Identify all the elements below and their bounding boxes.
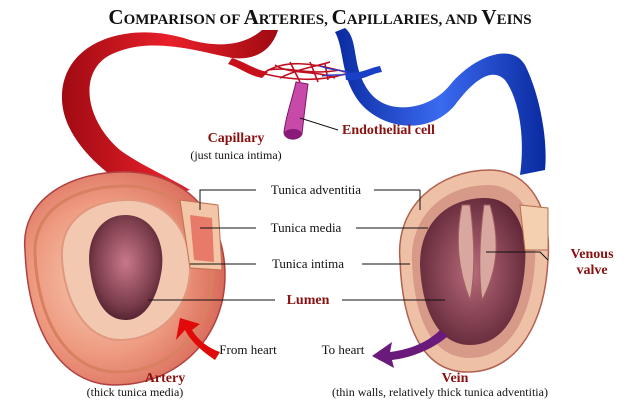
artery-note: (thick tunica media) (87, 385, 184, 399)
to-heart-label: To heart (322, 342, 365, 357)
title-part-2: RTERIES, (259, 12, 332, 28)
capillary-network-venous (319, 65, 349, 77)
leader-lines (148, 189, 549, 301)
vein-label: Vein (442, 371, 469, 386)
vein-branch (345, 66, 382, 81)
vein-tube (335, 28, 546, 175)
title-part-4: EINS (497, 12, 532, 28)
title-letter-v: V (481, 5, 496, 29)
title-part-1: OMPARISON OF (124, 12, 244, 28)
title-letter-c: C (108, 5, 123, 29)
capillary-label: Capillary (208, 131, 265, 146)
capillary-note: (just tunica intima) (190, 148, 281, 162)
lumen-label: Lumen (287, 293, 330, 308)
tunica-media-label: Tunica media (271, 220, 342, 235)
venous-valve-label-2: valve (576, 263, 607, 278)
endothelial-label: Endothelial cell (342, 123, 435, 138)
vein-note: (thin walls, relatively thick tunica adv… (332, 385, 548, 399)
tunica-intima-label: Tunica intima (272, 256, 344, 271)
venous-valve-label-1: Venous (570, 247, 614, 262)
capillary-network (264, 61, 346, 83)
vein-cross-section (398, 169, 550, 373)
title-letter-c2: C (332, 5, 347, 29)
artery-tube (61, 30, 278, 200)
artery-label: Artery (145, 371, 185, 386)
title-letter-a: A (244, 5, 260, 29)
artery-cross-section (24, 171, 226, 386)
from-heart-arrow-icon (176, 318, 220, 360)
from-heart-label: From heart (219, 342, 277, 357)
title-part-3: APILLARIES, AND (347, 12, 482, 28)
to-heart-arrow-icon (372, 330, 448, 368)
endothelial-leader (299, 117, 339, 131)
artery-branch (228, 58, 268, 78)
tunica-adventitia-label: Tunica adventitia (271, 182, 361, 197)
capillary-opening (284, 129, 302, 139)
page-title: COMPARISON OF ARTERIES, CAPILLARIES, AND… (108, 5, 531, 29)
